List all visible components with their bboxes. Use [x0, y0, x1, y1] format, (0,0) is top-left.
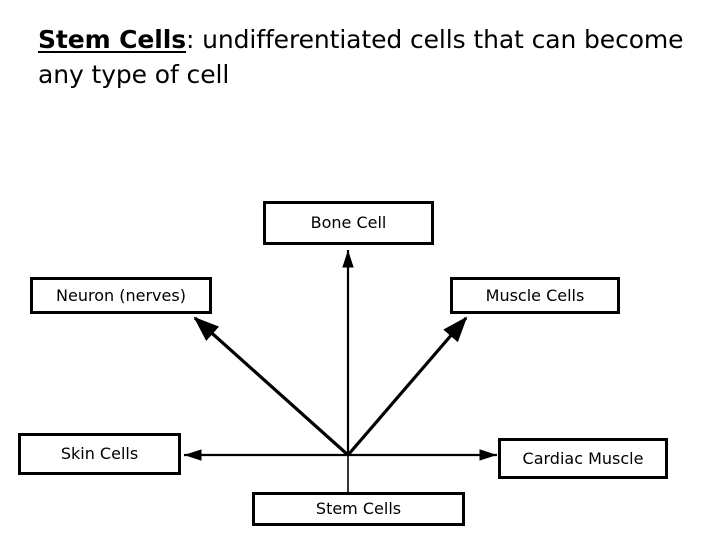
node-skin-cells[interactable]: Skin Cells	[18, 433, 181, 475]
edge-to-neuron	[193, 316, 350, 457]
node-bone-cell-label: Bone Cell	[310, 213, 387, 232]
node-bone-cell[interactable]: Bone Cell	[263, 201, 434, 245]
node-neuron[interactable]: Neuron (nerves)	[30, 277, 212, 314]
edge-to-muscle-cells	[346, 316, 468, 457]
node-muscle-cells[interactable]: Muscle Cells	[450, 277, 620, 314]
node-muscle-cells-label: Muscle Cells	[485, 285, 585, 305]
node-neuron-label: Neuron (nerves)	[56, 285, 186, 305]
node-cardiac-muscle-label: Cardiac Muscle	[522, 448, 644, 468]
node-stem-cells-hub[interactable]: Stem Cells	[252, 492, 465, 526]
page-title-term: Stem Cells	[38, 25, 186, 54]
node-cardiac-muscle[interactable]: Cardiac Muscle	[498, 438, 668, 479]
node-stem-cells-label: Stem Cells	[315, 499, 402, 518]
node-skin-cells-label: Skin Cells	[60, 444, 139, 463]
page-title-rest: : undifferentiated cells that can become…	[38, 25, 684, 89]
page-title: Stem Cells: undifferentiated cells that …	[38, 22, 688, 92]
